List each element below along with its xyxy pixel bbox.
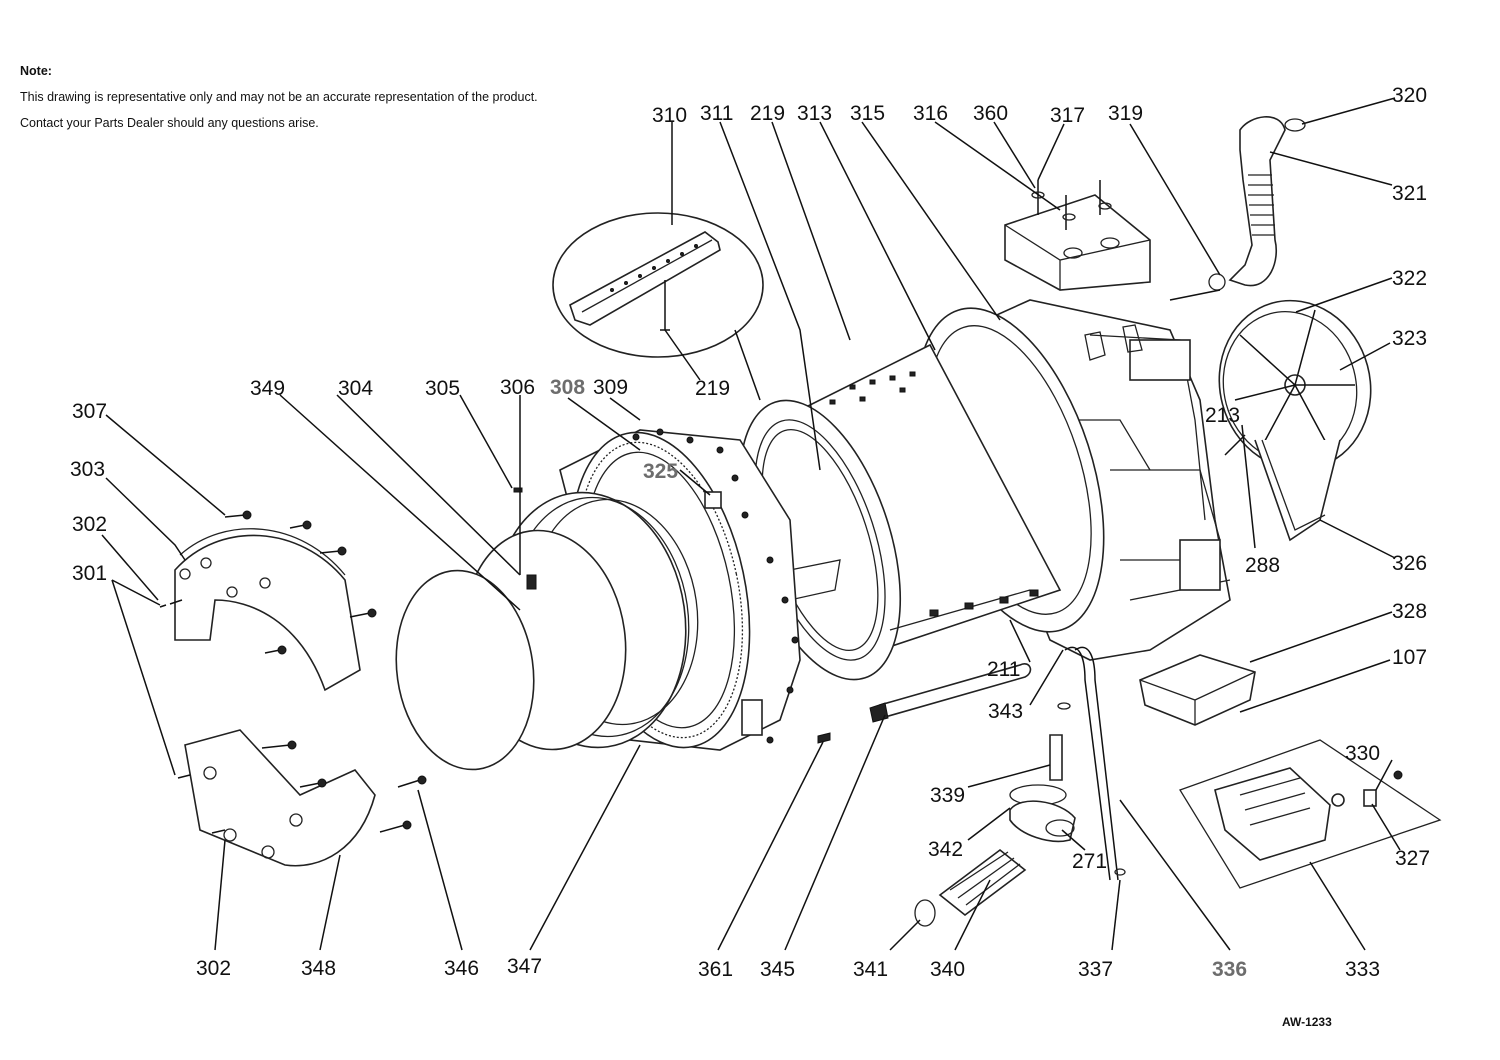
callout-303: 303 [70, 458, 105, 481]
callout-322: 322 [1392, 267, 1427, 290]
callout-211: 211 [987, 658, 1020, 681]
callout-342: 342 [928, 838, 963, 861]
callout-309: 309 [593, 376, 628, 399]
callout-219-inset: 219 [695, 377, 730, 400]
inset-detail [552, 212, 764, 401]
callout-333: 333 [1345, 958, 1380, 981]
lower-counterweight [184, 729, 376, 867]
callout-347: 347 [507, 955, 542, 978]
counterweight-bolts [159, 510, 427, 834]
callout-301: 301 [72, 562, 107, 585]
callout-316: 316 [913, 102, 948, 125]
note-line-1: This drawing is representative only and … [20, 90, 538, 104]
callout-321: 321 [1392, 182, 1427, 205]
callout-numbers: 320 321 322 323 326 328 107 330 327 333 … [70, 84, 1430, 981]
top-counterweight [1004, 180, 1151, 361]
callout-107: 107 [1392, 646, 1427, 669]
callout-330: 330 [1345, 742, 1380, 765]
callout-340: 340 [930, 958, 965, 981]
callout-345: 345 [760, 958, 795, 981]
callout-325: 325 [643, 460, 678, 483]
callout-305: 305 [425, 377, 460, 400]
callout-213: 213 [1205, 404, 1240, 427]
callout-319: 319 [1108, 102, 1143, 125]
callout-328: 328 [1392, 600, 1427, 623]
callout-336: 336 [1212, 958, 1247, 981]
callout-327: 327 [1395, 847, 1430, 870]
callout-323: 323 [1392, 327, 1427, 350]
pulley-belt [1218, 299, 1372, 542]
callout-360: 360 [973, 102, 1008, 125]
callout-308: 308 [550, 376, 585, 399]
door-seal [395, 487, 699, 771]
leader-lines [101, 97, 1401, 951]
callout-311: 311 [700, 102, 733, 125]
callout-313: 313 [797, 102, 832, 125]
callout-341: 341 [853, 958, 888, 981]
callout-219-top: 219 [750, 102, 785, 125]
callout-302-lower: 302 [196, 957, 231, 980]
callout-346: 346 [444, 957, 479, 980]
note-title: Note: [20, 64, 52, 78]
callout-349: 349 [250, 377, 285, 400]
callout-288: 288 [1245, 554, 1280, 577]
drawing-code: AW-1233 [1282, 1015, 1332, 1029]
callout-339: 339 [930, 784, 965, 807]
callout-306: 306 [500, 376, 535, 399]
callout-271: 271 [1072, 850, 1107, 873]
callout-343: 343 [988, 700, 1023, 723]
callout-361: 361 [698, 958, 733, 981]
control-module [1139, 654, 1256, 726]
callout-307: 307 [72, 400, 107, 423]
callout-326: 326 [1392, 552, 1427, 575]
callout-317: 317 [1050, 104, 1085, 127]
callout-320: 320 [1392, 84, 1427, 107]
callout-310: 310 [652, 104, 687, 127]
vent-hose [1208, 116, 1306, 291]
note-line-2: Contact your Parts Dealer should any que… [20, 116, 319, 130]
drain-parts [914, 646, 1126, 927]
callout-302-upper: 302 [72, 513, 107, 536]
upper-counterweight [174, 528, 361, 692]
callout-315: 315 [850, 102, 885, 125]
callout-348: 348 [301, 957, 336, 980]
callout-304: 304 [338, 377, 373, 400]
motor [1179, 739, 1442, 889]
callout-337: 337 [1078, 958, 1113, 981]
